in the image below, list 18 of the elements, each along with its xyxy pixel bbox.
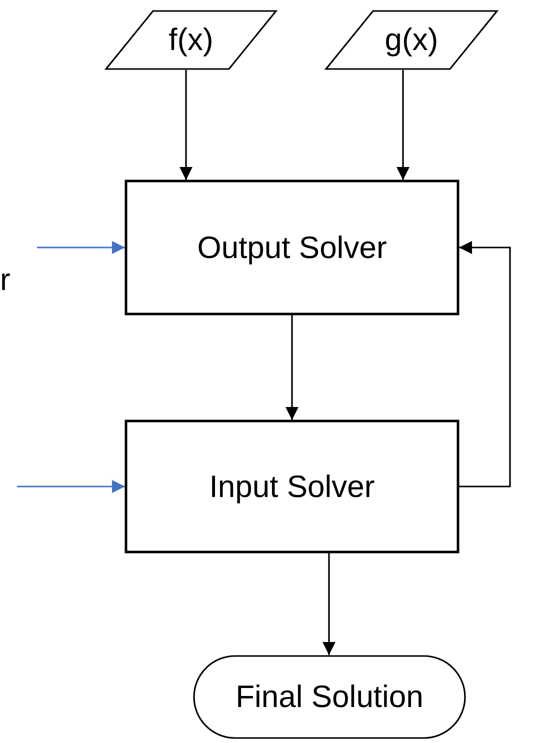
node-label: f(x): [168, 22, 214, 58]
cropped-text: r: [0, 262, 10, 298]
arrow: [286, 315, 298, 420]
arrow: [459, 241, 511, 488]
arrow: [180, 70, 192, 180]
arrow: [37, 241, 125, 254]
input-parallelogram: [105, 10, 277, 70]
node-label: g(x): [384, 22, 438, 58]
input-parallelogram: [325, 10, 498, 70]
terminal-stadium: [193, 655, 466, 739]
arrow: [396, 70, 410, 180]
node-label: Output Solver: [197, 230, 387, 266]
process-box: [125, 420, 459, 553]
node-label: Input Solver: [209, 468, 375, 504]
arrow: [17, 480, 125, 493]
node-label: Final Solution: [236, 679, 424, 715]
arrow: [322, 553, 336, 655]
process-box: [125, 180, 459, 315]
